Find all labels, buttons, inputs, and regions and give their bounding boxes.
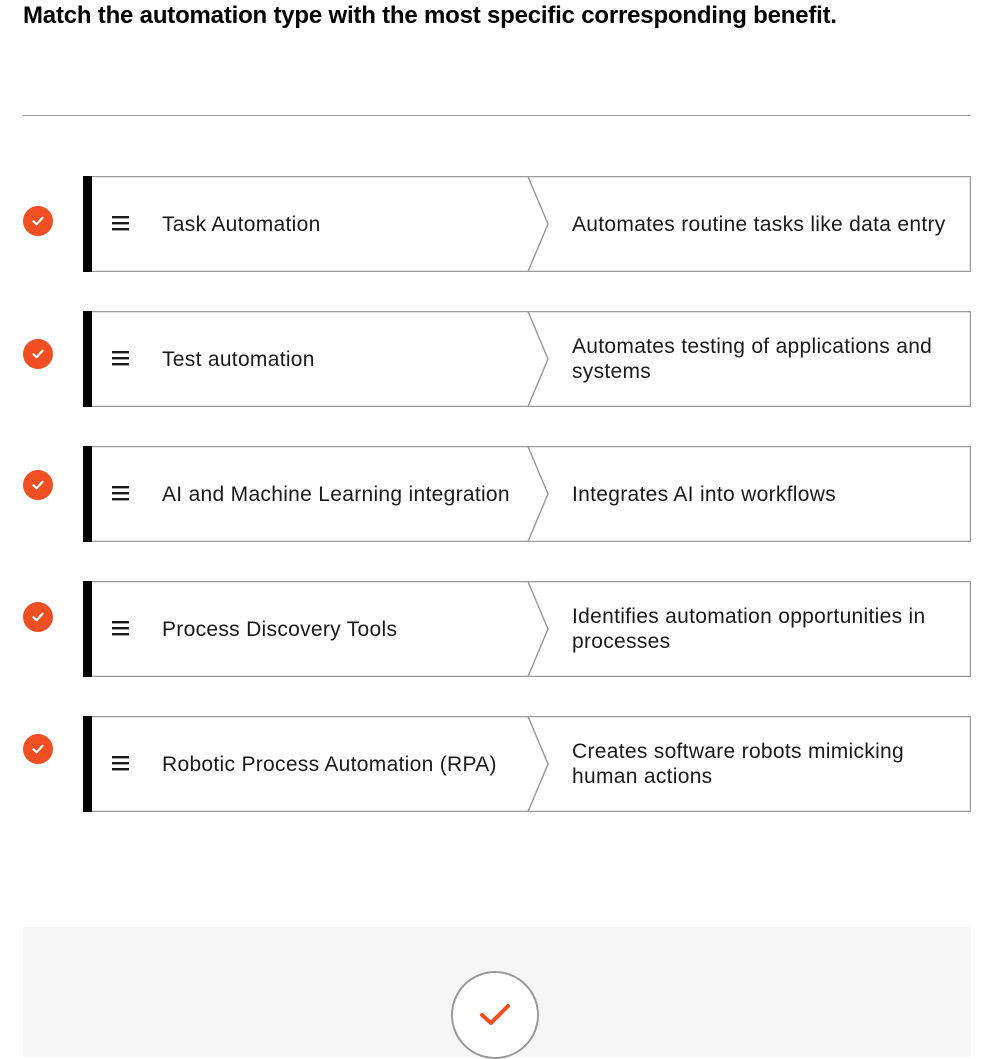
correct-check-icon xyxy=(23,734,53,764)
draggable-term-card[interactable]: Test automation Automates testing of app… xyxy=(83,311,971,407)
card-outline xyxy=(83,446,971,542)
drag-handle-icon[interactable] xyxy=(110,482,132,504)
term-label: Process Discovery Tools xyxy=(162,617,398,641)
match-row: AI and Machine Learning integration Inte… xyxy=(0,446,987,542)
card-outline xyxy=(83,581,971,677)
submit-panel xyxy=(23,927,971,1059)
match-label: Creates software robots mimicking human … xyxy=(572,740,905,788)
match-row: Process Discovery Tools Identifies autom… xyxy=(0,581,987,677)
card-outline xyxy=(83,311,971,407)
draggable-term-card[interactable]: AI and Machine Learning integration Inte… xyxy=(83,446,971,542)
term-label: Task Automation xyxy=(162,212,321,236)
drag-handle-icon[interactable] xyxy=(110,212,132,234)
correct-check-icon xyxy=(23,602,53,632)
correct-check-icon xyxy=(23,206,53,236)
correct-check-icon xyxy=(23,339,53,369)
drag-handle-icon[interactable] xyxy=(110,347,132,369)
question-title: Match the automation type with the most … xyxy=(23,2,837,29)
term-label: Robotic Process Automation (RPA) xyxy=(162,752,497,776)
drag-handle-icon[interactable] xyxy=(110,752,132,774)
submit-button[interactable] xyxy=(451,971,539,1059)
match-row: Test automation Automates testing of app… xyxy=(0,311,987,407)
drag-handle-icon[interactable] xyxy=(110,617,132,639)
card-outline xyxy=(83,176,971,272)
correct-check-icon xyxy=(23,470,53,500)
draggable-term-card[interactable]: Robotic Process Automation (RPA) Creates… xyxy=(83,716,971,812)
match-label: Integrates AI into workflows xyxy=(572,482,837,506)
card-outline xyxy=(83,716,971,812)
match-row: Task Automation Automates routine tasks … xyxy=(0,176,987,272)
term-label: Test automation xyxy=(162,347,315,371)
match-label: Identifies automation opportunities in p… xyxy=(572,605,926,653)
divider xyxy=(23,115,971,116)
match-label: Automates routine tasks like data entry xyxy=(572,212,946,236)
checkmark-icon xyxy=(480,1004,510,1025)
match-label: Automates testing of applications and sy… xyxy=(572,335,933,383)
draggable-term-card[interactable]: Process Discovery Tools Identifies autom… xyxy=(83,581,971,677)
term-label: AI and Machine Learning integration xyxy=(162,482,510,506)
match-row: Robotic Process Automation (RPA) Creates… xyxy=(0,716,987,812)
draggable-term-card[interactable]: Task Automation Automates routine tasks … xyxy=(83,176,971,272)
